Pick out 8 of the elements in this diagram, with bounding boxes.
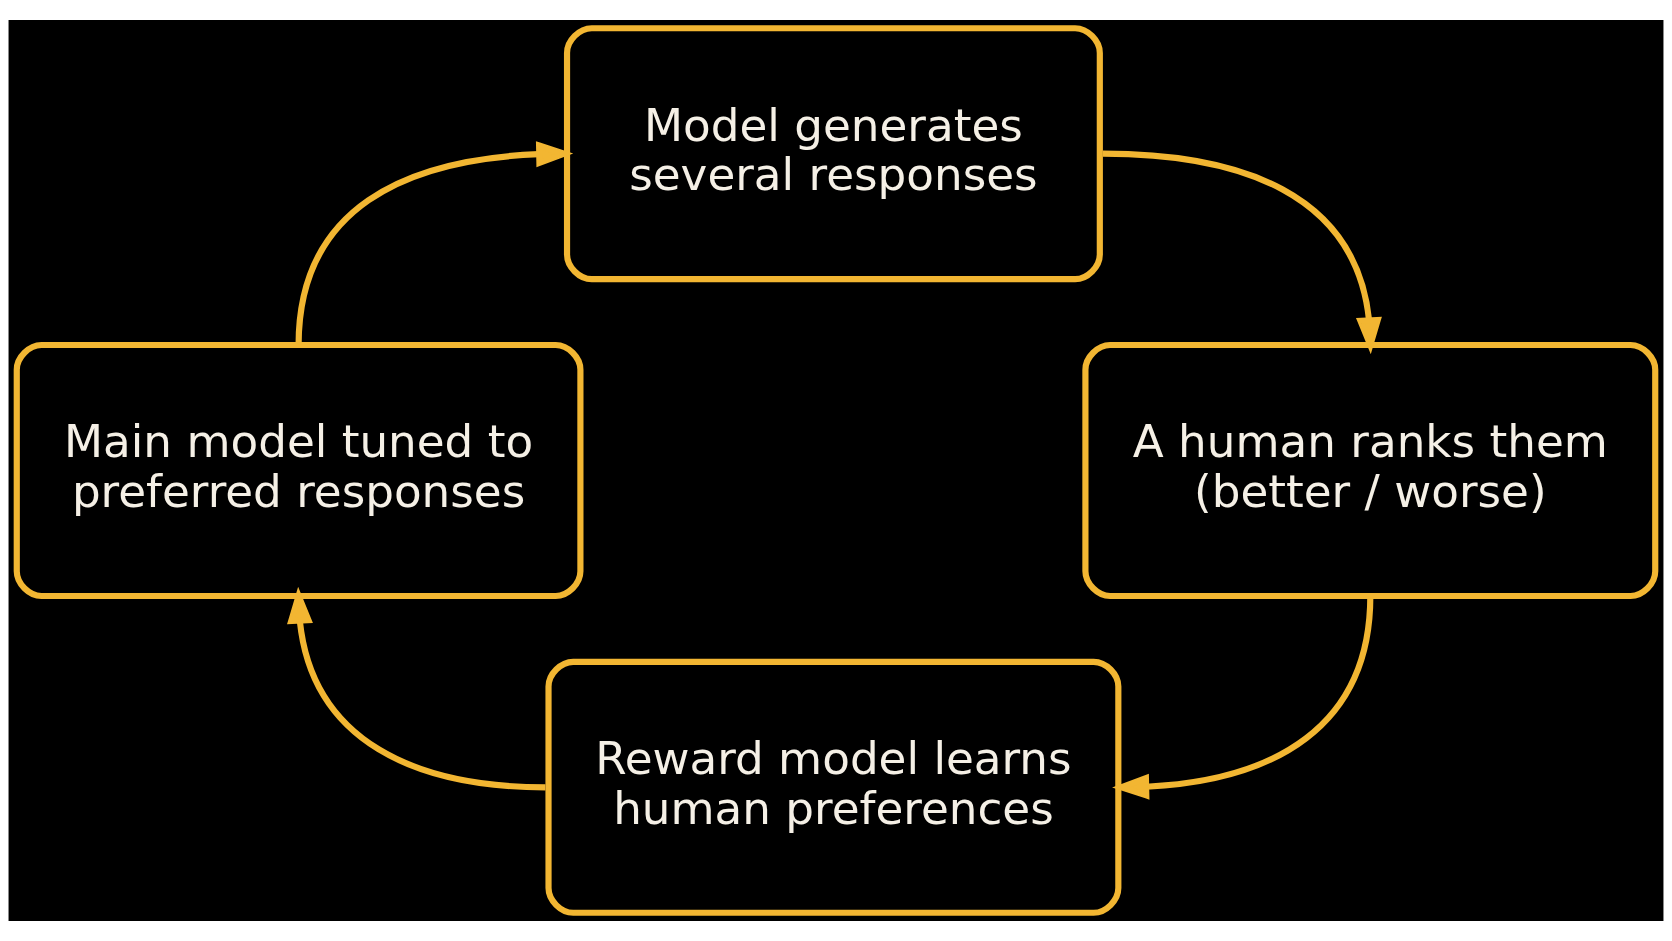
node-box: A human ranks them (better / worse): [1082, 341, 1659, 600]
node-box: Main model tuned to preferred responses: [13, 341, 584, 600]
arrow: [287, 586, 546, 791]
node-box: Model generates several responses: [563, 25, 1103, 283]
node-box: Reward model learns human preferences: [545, 658, 1122, 916]
arrow: [1112, 595, 1374, 800]
arrow: [1102, 150, 1382, 355]
arrow: [295, 141, 574, 346]
